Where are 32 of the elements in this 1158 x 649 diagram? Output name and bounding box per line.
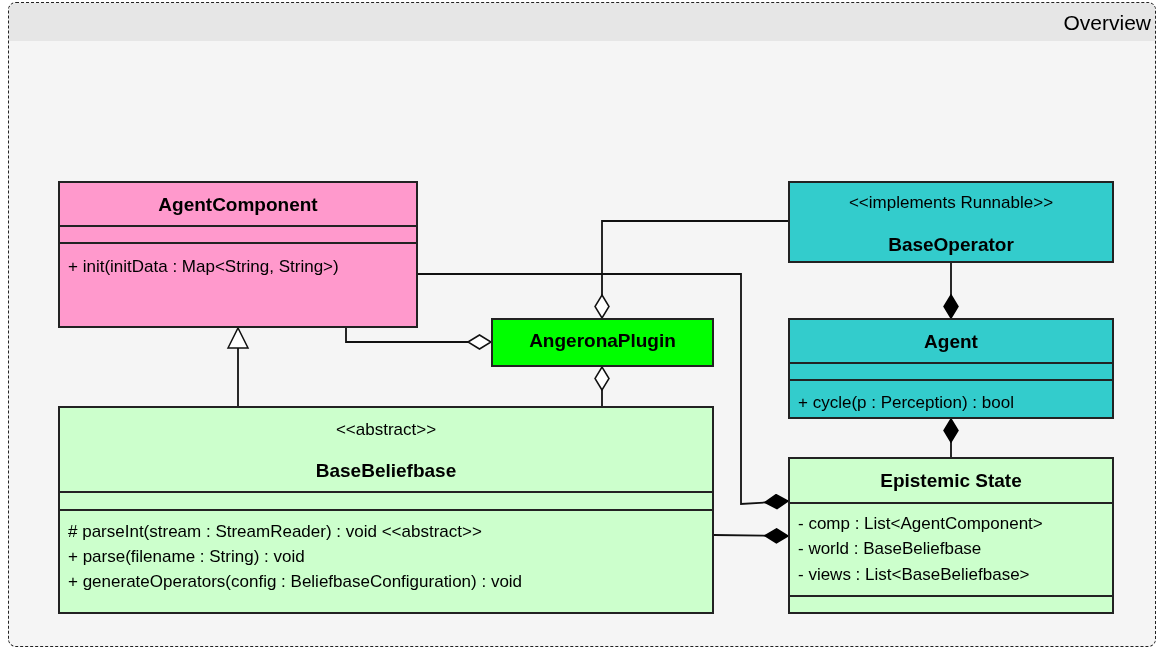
composition-connector [713,528,789,544]
class-box [788,457,1114,614]
class-box [58,406,714,614]
class-name: AngeronaPlugin [528,331,677,351]
class-member: + parse(filename : String) : void [68,547,305,567]
class-name: BaseOperator [887,235,1015,255]
inheritance-arrow [227,327,249,407]
class-box [491,318,714,367]
class-name: AgentComponent [157,195,319,215]
class-member: + generateOperators(config : BeliefbaseConfiguration) : void [68,572,523,592]
composition-connector [943,262,959,319]
class-member: + cycle(p : Perception) : bool [798,393,1014,413]
class-name: Agent [923,332,979,352]
aggregation-connector [345,327,492,350]
aggregation-connector [594,366,610,407]
class-member: - world : BaseBeliefbase [798,539,982,559]
aggregation-connector [594,220,789,319]
composition-connector [943,418,959,458]
class-member: - comp : List<AgentComponent> [798,514,1043,534]
class-name: BaseBeliefbase [314,461,458,481]
stereotype-label: <<abstract>> [334,420,438,440]
class-box [788,181,1114,263]
stereotype-label: <<implements Runnable>> [847,193,1055,213]
class-member: # parseInt(stream : StreamReader) : void <<abstract>> [68,522,482,542]
frame-label: Overview [1063,11,1151,35]
class-box [788,318,1114,419]
class-member: + init(initData : Map<String, String>) [68,257,339,277]
class-member: - views : List<BaseBeliefbase> [798,565,1030,585]
composition-connector [417,273,789,510]
class-name: Epistemic State [879,471,1023,491]
diagram-frame [8,2,1156,647]
class-box [58,181,418,328]
